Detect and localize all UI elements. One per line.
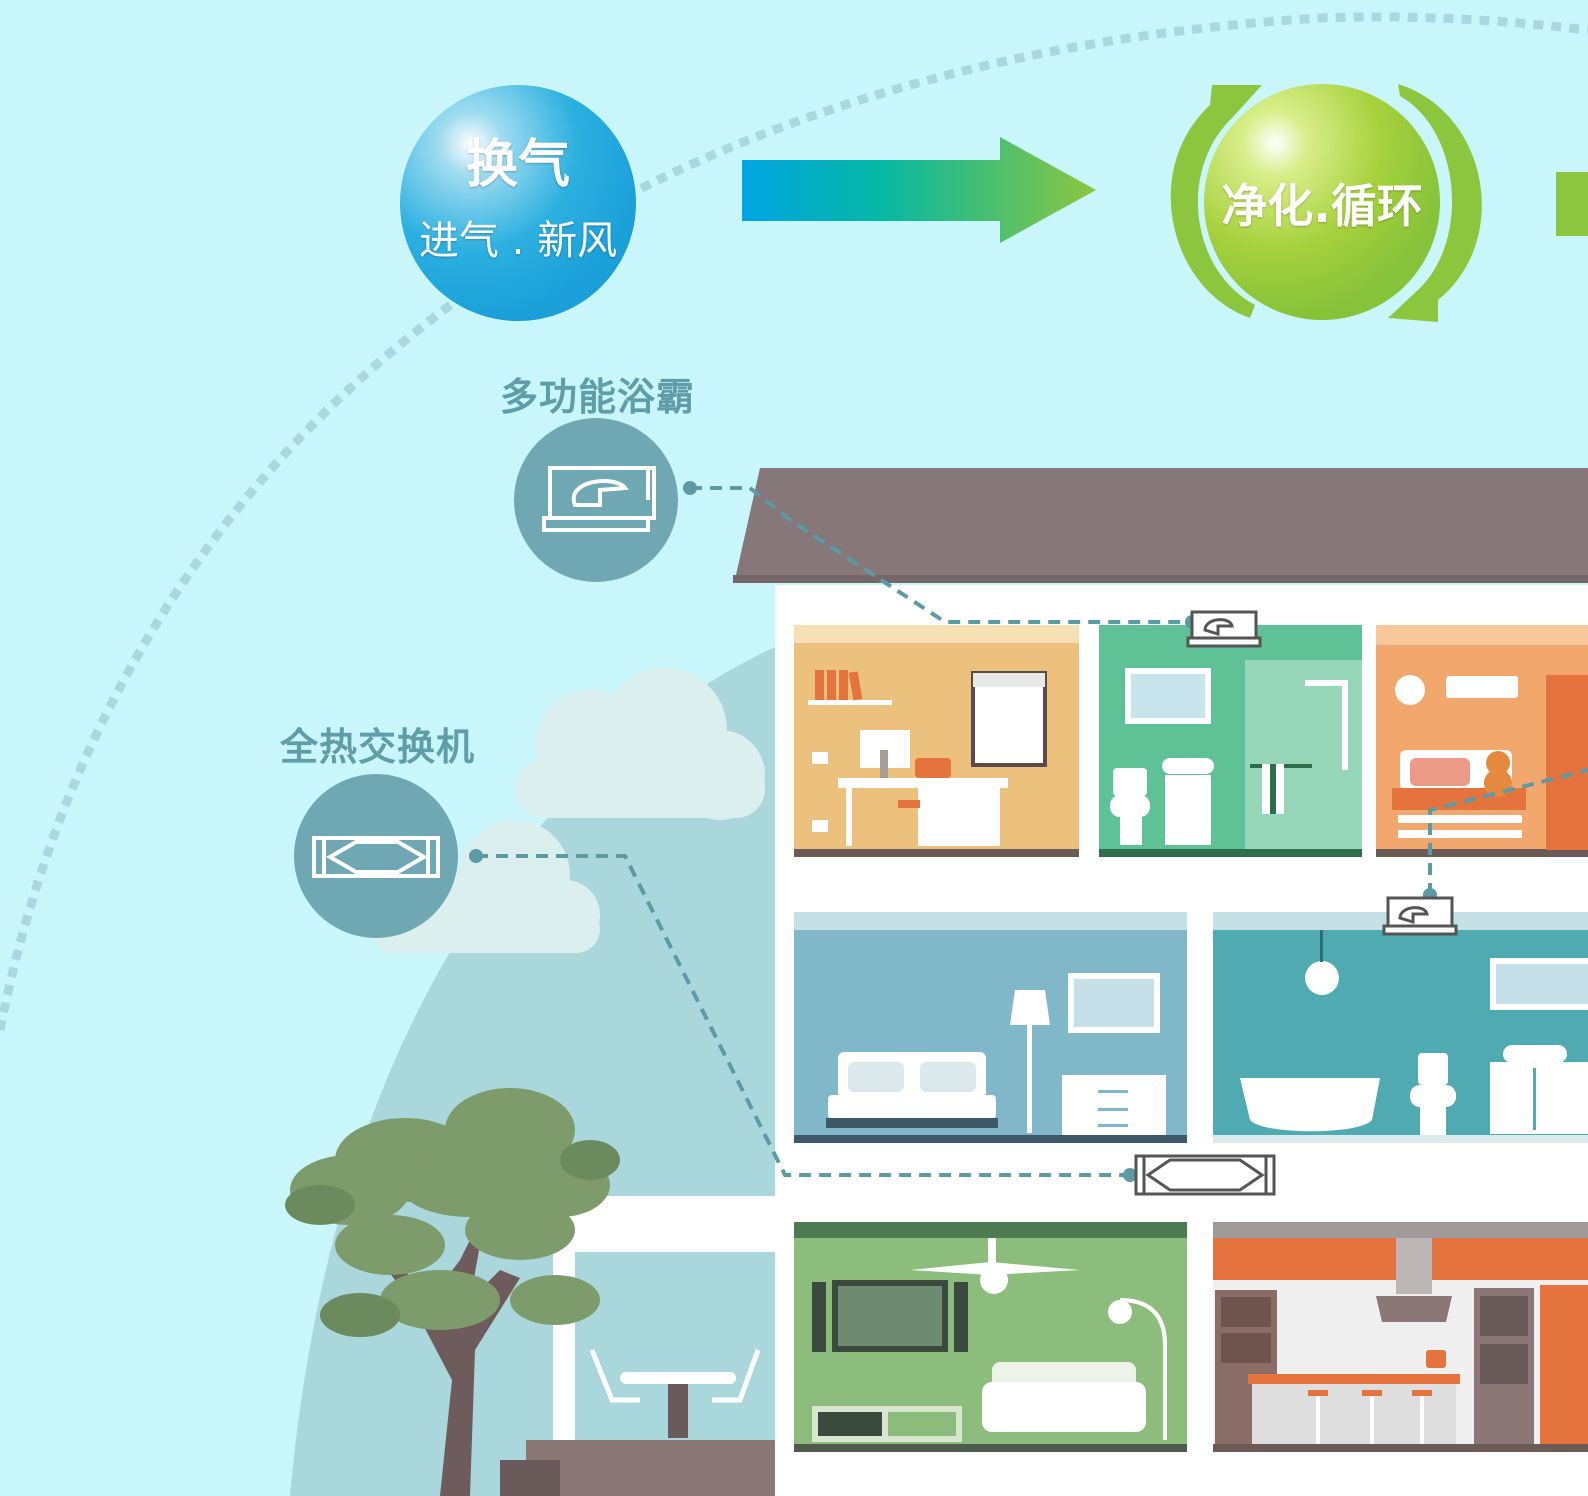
recycle-arrows-icon [1170, 84, 1482, 322]
next-arrow-stub [1556, 172, 1588, 236]
heat-exchanger-icon [312, 836, 440, 878]
porch [500, 1196, 775, 1496]
bath-heater-unit-icon [1382, 896, 1458, 936]
room-study [794, 625, 1079, 857]
heat-exchanger-label: 全热交换机 [280, 725, 476, 769]
flow-arrow [742, 137, 1096, 243]
room-living-room [794, 1222, 1187, 1452]
bath-heater-unit-icon [1186, 610, 1262, 648]
purify-orb-title: 净化.循环 [1221, 179, 1423, 233]
duct-line-heat-exchanger [476, 854, 1130, 1177]
duct-line-kids-room [1428, 768, 1588, 895]
bath-heater-icon [542, 466, 656, 532]
room-kids-bedroom [1376, 625, 1588, 857]
room-bathroom-upper [1099, 625, 1362, 857]
duct-line-bath-heater [690, 486, 1192, 624]
heat-exchanger-unit-icon [1134, 1154, 1276, 1196]
bath-heater-label: 多功能浴霸 [500, 375, 696, 419]
room-kitchen [1213, 1222, 1588, 1452]
roof [733, 468, 1588, 582]
room-bathroom-lower [1213, 912, 1588, 1143]
exchange-orb-title: 换气 [465, 135, 570, 195]
bath-heater-badge [514, 418, 678, 582]
cloud-upper [515, 668, 765, 820]
tree [285, 1088, 620, 1496]
purify-orb [1204, 84, 1440, 320]
heat-exchanger-badge [294, 774, 458, 938]
room-master-bedroom [794, 912, 1187, 1143]
airflow-arc [0, 12, 1588, 1031]
exchange-orb-subtitle: 进气 . 新风 [418, 218, 618, 264]
exchange-orb [400, 85, 636, 321]
